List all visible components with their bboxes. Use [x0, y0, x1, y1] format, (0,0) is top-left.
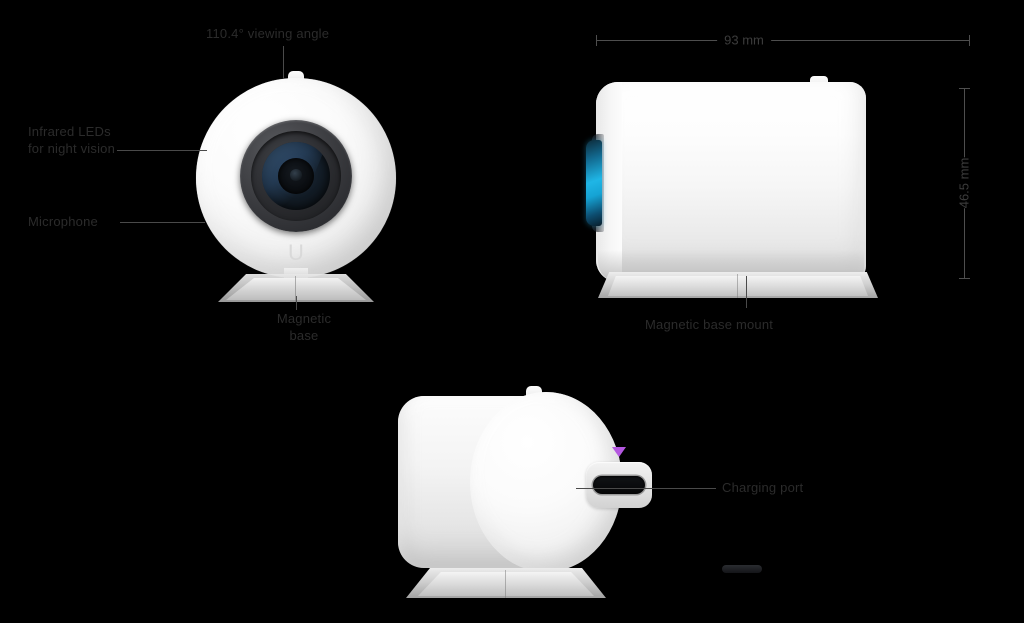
dimension-width-line: [596, 40, 970, 41]
lens-outer-ring: [240, 120, 352, 232]
lens-inner-ring: [251, 131, 341, 221]
lens-glass: [262, 142, 330, 210]
callout-microphone-label: Microphone: [28, 214, 98, 229]
front-view-group: U: [196, 71, 396, 308]
stand-plate-inner-back: [418, 572, 594, 596]
callout-magnetic-base-line2: base: [289, 328, 319, 343]
side-view-group: [578, 76, 878, 312]
callout-magnetic-base-line1: Magnetic: [276, 311, 332, 326]
callout-infrared-leds-line1: Infrared LEDs: [28, 124, 111, 139]
callout-infrared-leds-line2: for night vision: [28, 141, 116, 156]
stand-seam-side: [737, 274, 738, 298]
callout-viewing-angle-label: 110.4° viewing angle: [206, 26, 330, 41]
camera-stand-front: [218, 268, 374, 308]
lens-pupil: [290, 169, 302, 181]
leader-microphone: [120, 222, 205, 223]
callout-magnetic-base-label: Magnetic base: [258, 310, 350, 344]
callout-magnetic-mount-label: Magnetic base mount: [645, 317, 774, 332]
usb-c-tongue: [722, 565, 762, 573]
dimension-height-tick-bottom: [959, 278, 970, 279]
usb-c-port: [593, 476, 762, 573]
leader-magnetic-mount: [746, 276, 747, 308]
callout-infrared-leds-label: Infrared LEDs for night vision: [28, 123, 133, 157]
back-view-group: [398, 386, 762, 604]
lens-edge-side: [586, 140, 602, 226]
dimension-height-tick-top: [959, 88, 970, 89]
leader-infrared-leds: [117, 150, 207, 151]
camera-stand-back: [406, 560, 606, 604]
stand-plate-inner-front: [226, 278, 366, 300]
camera-face-back: [470, 392, 762, 573]
stand-seam-back: [505, 570, 506, 598]
stand-plate-inner-side: [608, 276, 868, 296]
dimension-width-tick-left: [596, 35, 597, 46]
callout-charging-port-label: Charging port: [722, 480, 804, 495]
camera-stand-side: [598, 264, 878, 304]
dimension-height-value: 46.5 mm: [949, 157, 979, 209]
brand-logo-icon: U: [288, 240, 304, 265]
dimension-width-tick-right: [969, 35, 970, 46]
leader-charging-port: [576, 488, 716, 489]
leader-magnetic-base: [296, 296, 297, 310]
dimension-width-value: 93 mm: [717, 32, 771, 48]
camera-body-front: U: [196, 78, 396, 278]
camera-body-side: [596, 82, 866, 282]
alignment-triangle-icon: [612, 447, 626, 457]
leader-viewing-angle: [283, 46, 284, 79]
stand-seam-front: [295, 276, 296, 302]
